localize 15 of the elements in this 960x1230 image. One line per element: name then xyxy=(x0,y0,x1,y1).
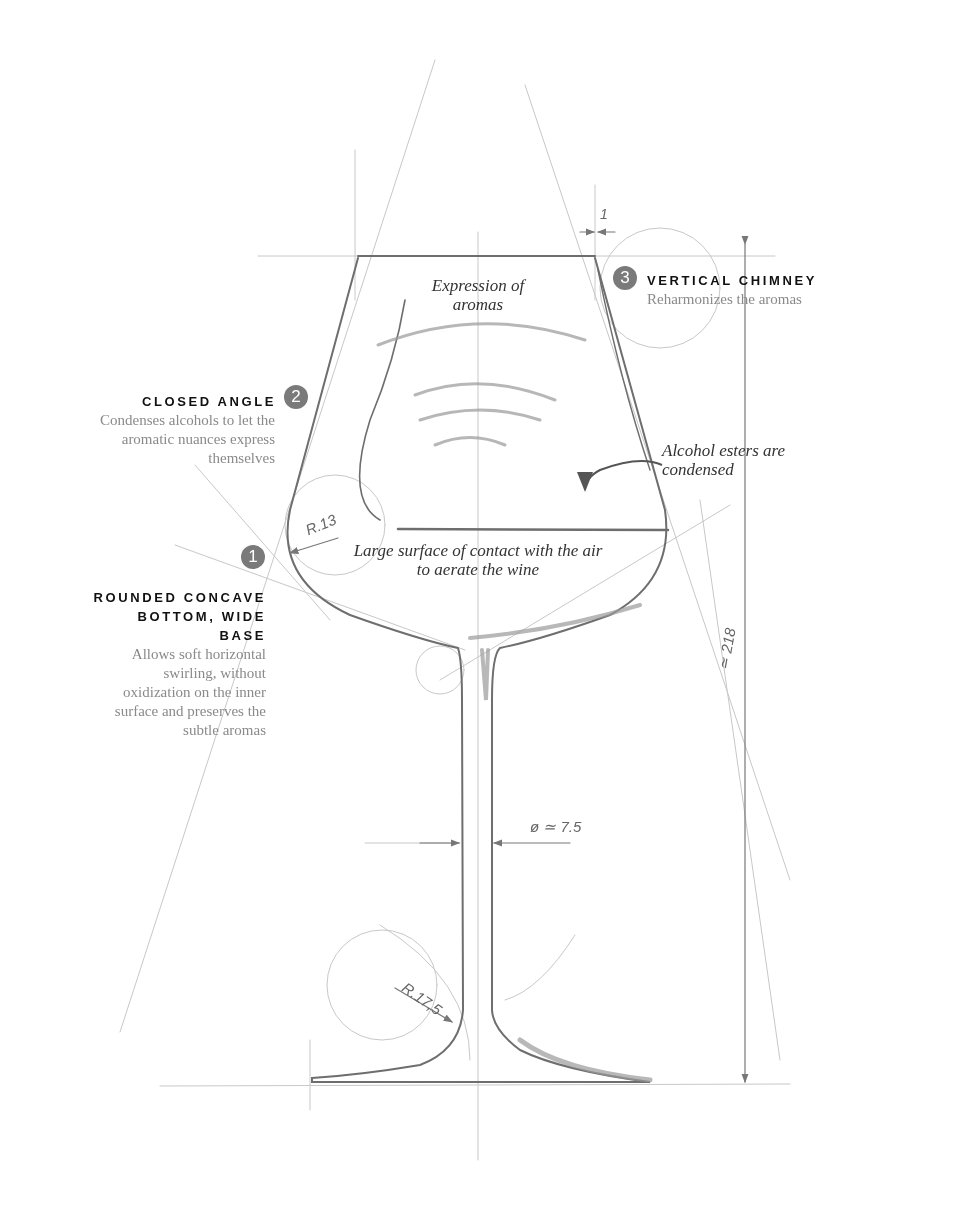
number-badge: 1 xyxy=(241,545,265,569)
dimension-label: ø ≃ 7.5 xyxy=(530,818,582,836)
callout-description: Condenses alcohols to let the aromatic nuances express themselves xyxy=(99,411,275,468)
dimension-label: 1 xyxy=(600,206,608,222)
annotation-text: Alcohol esters are condensed xyxy=(662,441,787,479)
annotation-text: Large surface of contact with the air to aerate the wine xyxy=(352,541,604,579)
callout-heading: ROUNDED CONCAVE BOTTOM, WIDE BASE xyxy=(92,589,266,645)
dimension-label: R.13 xyxy=(302,510,339,539)
number-badge: 2 xyxy=(284,385,308,409)
annotation-text: Expression of aromas xyxy=(430,276,527,314)
dimension-label: ≃ 218 xyxy=(714,626,740,672)
callout-heading: VERTICAL CHIMNEY xyxy=(647,272,818,290)
callout-description: Allows soft horizontal swirling, without oxidization on the inner surface and preserves the subtle aromas xyxy=(113,645,266,740)
number-badge: 3 xyxy=(613,266,637,290)
callout-heading: CLOSED ANGLE xyxy=(141,393,276,411)
